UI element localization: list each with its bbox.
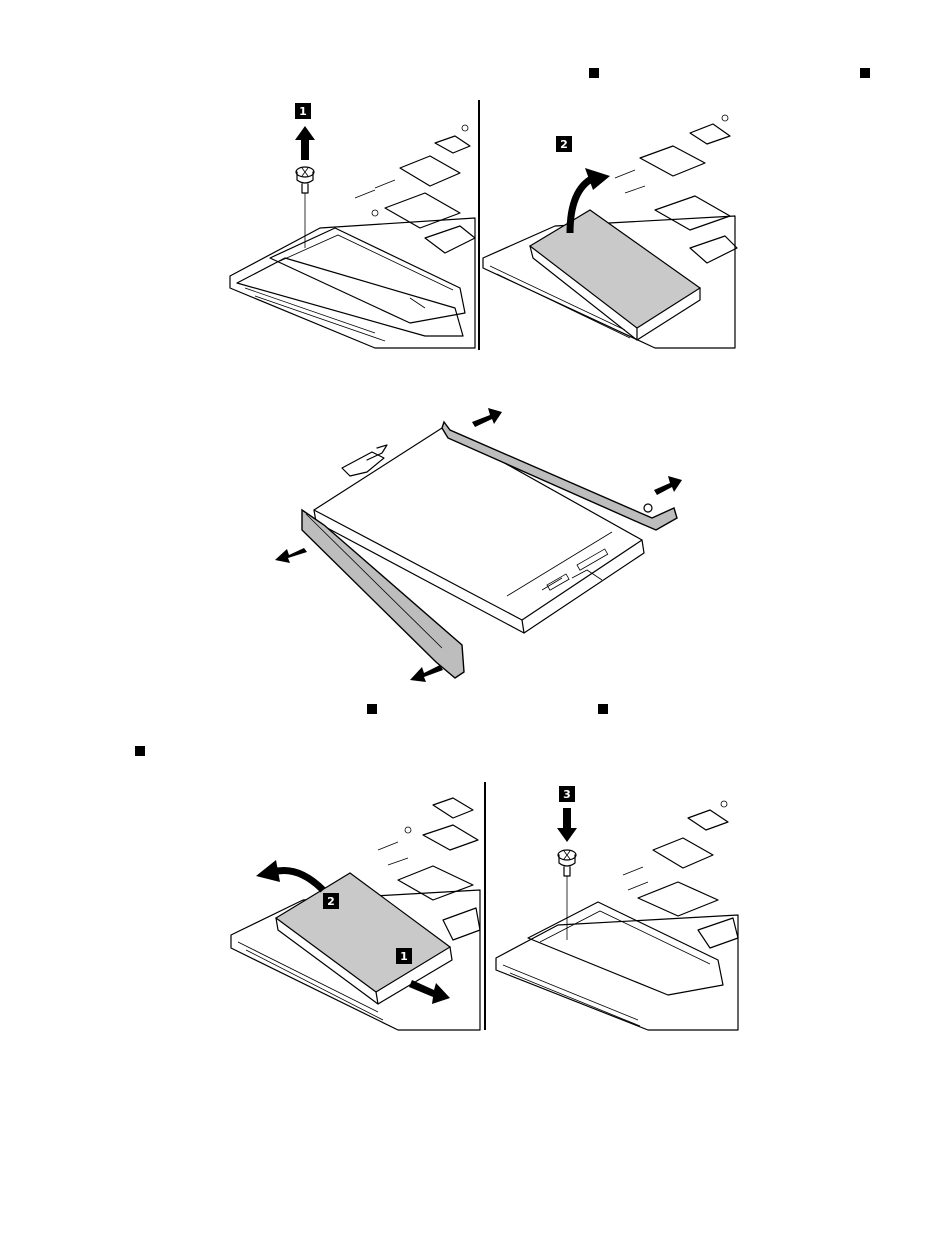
svg-text:2: 2	[560, 138, 568, 151]
step-marker-5	[135, 746, 145, 756]
step-marker-4	[598, 704, 608, 714]
callout-2: 2	[556, 136, 572, 152]
figure-remove-drive: 1 2	[225, 98, 740, 356]
figure-install-drive: 2 1 3	[228, 780, 740, 1032]
step-marker-3	[367, 704, 377, 714]
drive-body	[314, 428, 644, 633]
panel-install-screw: 3	[496, 786, 738, 1030]
callout-1: 1	[396, 948, 412, 964]
figure-remove-brackets	[272, 400, 697, 692]
panel-remove-screw: 1	[230, 103, 475, 348]
panel-lift-drive: 2	[483, 115, 737, 348]
svg-text:2: 2	[327, 895, 335, 908]
callout-3: 3	[559, 786, 575, 802]
svg-text:1: 1	[299, 105, 307, 118]
screw-icon	[558, 850, 576, 940]
bracket-rail-bottom	[302, 510, 464, 678]
svg-text:3: 3	[563, 788, 571, 801]
arrow-curved-icon	[256, 860, 323, 890]
screw-icon	[296, 167, 314, 248]
arrow-out-icon-1	[472, 408, 502, 427]
bracket-rail-top	[442, 422, 677, 530]
callout-1: 1	[295, 103, 311, 119]
hard-drive	[530, 210, 700, 340]
callout-2: 2	[323, 893, 339, 909]
svg-text:1: 1	[400, 950, 408, 963]
panel-insert-drive: 2 1	[231, 798, 480, 1030]
arrow-out-icon-4	[410, 665, 443, 682]
arrow-down-icon	[557, 808, 577, 842]
arrow-slide-icon	[409, 980, 450, 1004]
arrow-up-icon	[295, 126, 315, 160]
step-marker-1	[589, 68, 599, 78]
arrow-out-icon-2	[654, 476, 682, 495]
step-marker-2	[860, 68, 870, 78]
arrow-out-icon-3	[275, 548, 307, 563]
